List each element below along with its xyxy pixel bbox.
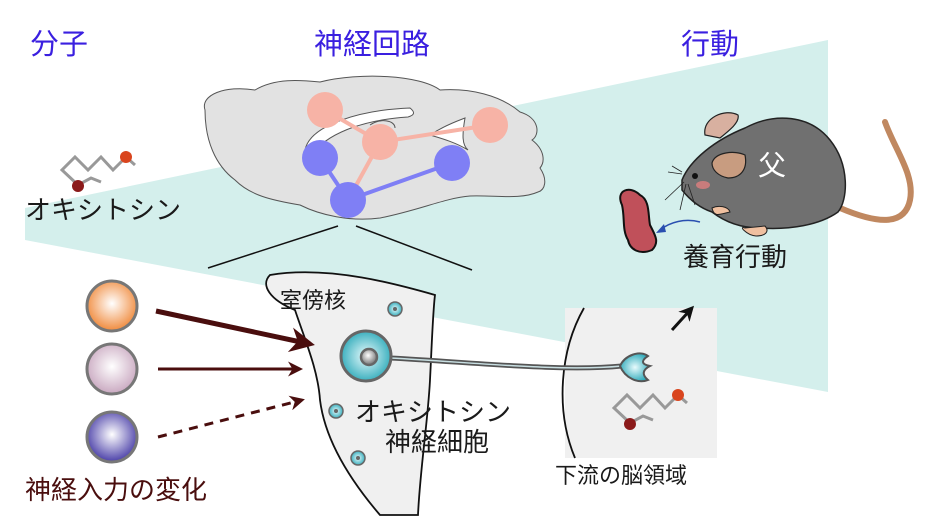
small-neurons: [328, 301, 403, 466]
label-oxytocin-neuron-1: オキシトシン: [355, 398, 512, 428]
label-oxytocin-neuron-2: 神経細胞: [385, 428, 490, 458]
label-downstream: 下流の脳領域: [555, 464, 688, 489]
circuit-node-blue-2: [434, 145, 470, 181]
zoom-line-right: [355, 225, 473, 271]
input-neuron-pink: [85, 342, 139, 396]
input-arrow-thick: [155, 308, 315, 353]
brain-sagittal: [203, 75, 546, 220]
circuit-node-pink-1: [307, 92, 343, 128]
downstream-region: [565, 308, 717, 458]
circuit-node-blue-3: [330, 182, 366, 218]
label-pvn: 室傍核: [280, 289, 347, 314]
input-arrow-dashed: [157, 395, 305, 439]
label-father: 父: [758, 149, 787, 182]
label-input-change: 神経入力の変化: [25, 476, 208, 506]
father-mouse-illustration: [664, 112, 914, 237]
oxytocin-neuron-nucleus: [359, 347, 379, 367]
behavior-arrow-icon: [670, 305, 695, 332]
circuit-node-pink-2: [362, 124, 398, 160]
title-molecule: 分子: [30, 27, 89, 61]
oxytocin-molecule-icon: [59, 151, 136, 192]
label-parenting: 養育行動: [683, 243, 788, 273]
zoom-line-left: [207, 225, 339, 269]
circuit-node-pink-3: [472, 107, 508, 143]
title-behavior: 行動: [681, 27, 740, 61]
circuit-node-blue-1: [302, 140, 338, 176]
input-neuron-orange: [85, 279, 139, 333]
axon-terminal-icon: [618, 352, 654, 383]
oxytocin-molecule-downstream-icon: [611, 389, 688, 430]
title-circuit: 神経回路: [314, 27, 431, 61]
label-oxytocin: オキシトシン: [25, 196, 182, 226]
teal-band: [25, 40, 828, 392]
pup-illustration: [619, 188, 658, 253]
input-neuron-purple: [85, 410, 139, 464]
